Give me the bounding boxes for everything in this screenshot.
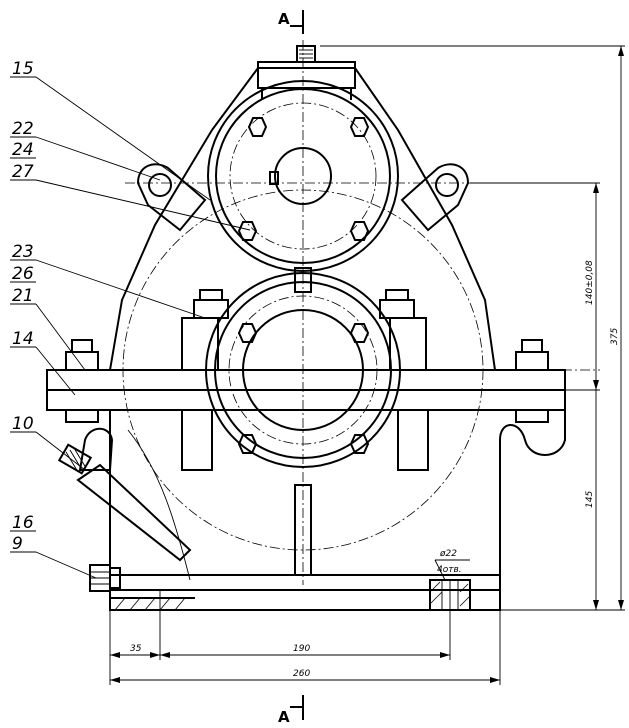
housing-body	[46, 45, 566, 611]
dim-140: 140±0,08	[585, 260, 595, 305]
dim-375: 375	[610, 328, 620, 345]
callout-22: 22	[12, 119, 34, 139]
drain-plug	[89, 564, 121, 592]
callout-10: 10	[12, 414, 34, 434]
dim-145: 145	[585, 491, 595, 508]
upper-bearing-cap	[207, 80, 399, 293]
callout-26: 26	[12, 264, 34, 284]
callout-21: 21	[12, 286, 34, 306]
dimension-texts: 375 140±0,08 145 35 190 260 ø22 4отв.	[130, 260, 620, 679]
dim-hole-diameter: ø22	[439, 549, 457, 559]
callout-23: 23	[12, 242, 34, 262]
lower-bearing-cap	[181, 272, 429, 576]
callout-9: 9	[12, 534, 23, 554]
section-mark-top: A	[278, 10, 304, 34]
callout-27: 27	[12, 162, 34, 182]
flange-bolts	[65, 289, 549, 423]
dim-35: 35	[130, 644, 142, 654]
dim-hole-count: 4отв.	[437, 565, 462, 575]
callout-24: 24	[12, 140, 34, 160]
base-hatching-right	[429, 581, 471, 607]
base-hatching-left	[114, 597, 186, 611]
leader-lines	[10, 76, 251, 579]
callout-15: 15	[12, 59, 34, 79]
section-mark-bottom: A	[278, 695, 304, 726]
dim-260: 260	[293, 669, 310, 679]
oil-dipstick	[57, 427, 192, 562]
dim-190: 190	[293, 644, 310, 654]
section-label-bottom: A	[278, 708, 290, 726]
callout-14: 14	[12, 329, 34, 349]
callout-16: 16	[12, 513, 34, 533]
dimension-lines	[109, 45, 625, 685]
bearing-cap-bolts	[237, 117, 370, 454]
callout-labels: 15 22 24 27 23 26 21 14 10 16 9	[12, 59, 34, 554]
section-label-top: A	[278, 10, 290, 28]
